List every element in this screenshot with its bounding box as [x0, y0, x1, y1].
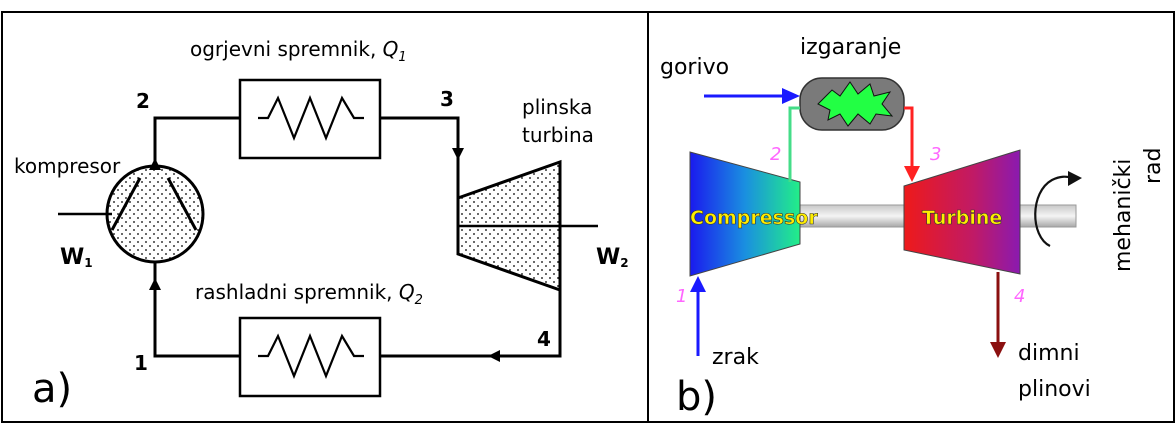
work-label-line1: mehanički [1111, 159, 1136, 272]
cooler-coil [258, 333, 364, 379]
pipe-cooler-to-compressor [153, 262, 240, 358]
fuel-arrow-head [782, 88, 800, 104]
pipe-heater-to-turbine [380, 116, 460, 198]
state-1-marker-b: 1 [676, 286, 687, 307]
state-4-marker-b: 4 [1014, 286, 1025, 307]
state-3-marker-b: 3 [930, 144, 941, 165]
state-3-label: 3 [440, 87, 454, 111]
state-2-marker-b: 2 [770, 144, 781, 165]
turbine-label-b: Turbine [922, 207, 1002, 229]
turbine-label-line1: plinska [522, 95, 592, 119]
compressor-symbol [105, 164, 205, 264]
state-4-label: 4 [537, 327, 551, 351]
exhaust-label-line2: plinovi [1018, 377, 1091, 402]
compressor-blades [110, 177, 198, 231]
turbine-label-line2: turbina [522, 123, 594, 147]
rotation-arrow [1034, 175, 1075, 247]
exhaust-arrow-head [990, 342, 1006, 358]
cooler-label: rashladni spremnik, Q2 [195, 280, 423, 308]
air-arrow-head [690, 276, 706, 292]
work-out-label: W2 [596, 245, 629, 270]
hot-arrow-head [904, 166, 920, 182]
flame-icon [817, 81, 894, 127]
compressor-body [689, 151, 801, 277]
heater-coil [258, 95, 364, 141]
panel-a-caption: a) [32, 366, 72, 412]
rotation-arrow-head [1068, 171, 1082, 186]
work-in-label: W1 [60, 245, 93, 270]
panel-b-caption: b) [676, 374, 717, 420]
flow-arrow-left-4 [488, 350, 500, 362]
state-1-label: 1 [134, 351, 148, 375]
flow-arrow-up-1 [149, 278, 161, 290]
turbine-body [903, 149, 1021, 275]
panel-b-frame [647, 11, 1175, 423]
air-label: zrak [712, 345, 759, 370]
shaft-output [1019, 204, 1077, 228]
pipe-2-to-heater [153, 116, 240, 162]
line-compressor-to-combustion [788, 106, 800, 182]
line-combustion-to-turbine [904, 106, 914, 168]
compressor-label-b: Compressor [690, 207, 818, 229]
combustion-label: izgaranje [800, 35, 901, 60]
state-2-label: 2 [136, 89, 150, 113]
compressor-label: kompresor [14, 154, 121, 178]
work-label-line2: rad [1141, 148, 1166, 185]
exhaust-label-line1: dimni [1018, 341, 1080, 366]
heater-label: ogrjevni spremnik, Q1 [190, 37, 407, 65]
fuel-label: gorivo [660, 55, 729, 80]
pipe-turbine-to-cooler [380, 285, 562, 358]
panel-a: ogrjevni spremnik, Q1 rashladni spremnik… [14, 37, 629, 412]
panel-b: Compressor Turbine 2 3 1 4 gorivo izgara… [660, 35, 1166, 420]
flow-arrow-down-3 [452, 148, 464, 160]
